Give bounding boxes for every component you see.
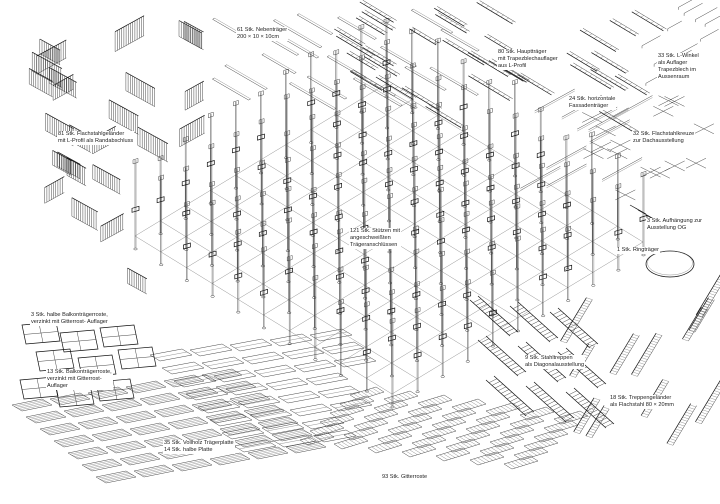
column-grid <box>131 17 648 409</box>
label-ringtraeger: 1 Stk. Ringträger <box>616 247 660 254</box>
label-line: als Auflager <box>658 60 688 66</box>
label-line: 3 Stk. halbe Balkonträgerroste, <box>31 312 108 318</box>
label-line: 93 Stk. Gitterroste <box>382 474 428 480</box>
label-line: Trägeranschlüssen <box>350 242 398 248</box>
label-line: mit L-Profil als Randabschluss <box>58 138 134 144</box>
label-line: 32 Stk. Flachstahlkreuze <box>633 131 695 137</box>
flachstahlkreuze <box>581 95 715 201</box>
haupttraeger-beams <box>334 0 667 136</box>
label-line: Auflager <box>47 383 68 389</box>
label-line: verzinkt mit Gitterrost- <box>47 376 102 382</box>
label-line: 9 Stk. Stahltreppen <box>525 355 573 361</box>
label-line: Ausstellung OG <box>647 225 687 231</box>
stahltreppen <box>469 295 615 429</box>
label-line: angeschweißten <box>350 235 391 241</box>
label-line: verzinkt mit Gitterrost- Auflager <box>31 319 108 325</box>
label-line: 14 Stk. halbe Platte <box>164 447 213 453</box>
label-line: mit Trapezblechauflager <box>498 56 558 62</box>
label-line: 33 Stk. L-Winkel <box>658 53 699 59</box>
label-line: als Diagonalausstellung <box>525 362 585 368</box>
label-halbe-balkontraegerroste: 3 Stk. halbe Balkonträgerroste,verzinkt … <box>30 312 109 326</box>
label-line: 3 Stk. Aufhängung zur <box>647 218 703 224</box>
label-line: Aussenraum <box>658 74 690 80</box>
label-line: Fassadenträger <box>569 103 609 109</box>
ringtraeger <box>645 250 695 278</box>
label-line: 81 Stk. Flachstahlgeländer <box>58 131 125 137</box>
balkontraegerroste <box>19 321 157 408</box>
vollholz-traegerplatten-2 <box>149 328 377 453</box>
label-line: 121 Stk. Stützen mit <box>350 228 401 234</box>
label-line: 18 Stk. Treppengeländer <box>610 395 672 401</box>
treppengelaender <box>560 274 720 446</box>
label-line: 80 Stk. Hauptträger <box>498 49 547 55</box>
label-line: 200 × 10 × 10cm <box>237 34 279 40</box>
label-line: 13 Stk. Balkonträgerroste, <box>47 369 112 375</box>
label-line: aus L-Profil <box>498 63 527 69</box>
label-gitterroste: 93 Stk. Gitterroste <box>381 474 429 481</box>
label-balkontraegerroste: 13 Stk. Balkonträgerroste,verzinkt mit G… <box>46 369 113 390</box>
flachstahlgelaender <box>28 15 205 295</box>
gitterroste <box>299 386 589 470</box>
label-line: zur Dachausstellung <box>633 138 684 144</box>
vollholz-traegerplatten <box>11 368 327 484</box>
label-line: 35 Stk. Vollholz Trägerplatte <box>164 440 234 446</box>
label-line: als Flachstahl 80 × 20mm <box>610 402 674 408</box>
label-line: 24 Stk. horizontale <box>569 96 616 102</box>
label-line: Trapezblech im <box>658 67 697 73</box>
label-line: 61 Stk. Nebenträger <box>237 27 288 33</box>
label-line: 1 Stk. Ringträger <box>617 247 659 253</box>
